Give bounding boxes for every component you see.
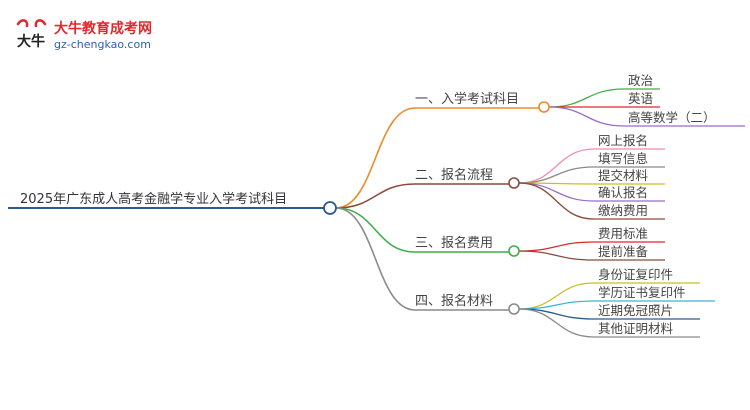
leaf-connector (548, 106, 625, 127)
leaf-connector (518, 182, 595, 220)
logo-url: gz-chengkao.com (54, 38, 151, 51)
leaf-connector (518, 241, 595, 252)
logo-mark-text: 大牛 (17, 33, 45, 50)
branch-label: 二、报名流程 (415, 167, 493, 183)
leaf-label: 确认报名 (598, 185, 648, 200)
leaf-connector (518, 166, 595, 184)
branch-node[interactable] (508, 303, 520, 315)
root-node[interactable] (323, 201, 337, 215)
site-logo[interactable]: 大牛 大牛教育成考网 gz-chengkao.com (14, 16, 164, 56)
leaf-label: 身份证复印件 (598, 267, 673, 282)
branch-node[interactable] (508, 177, 520, 189)
branch-node[interactable] (538, 101, 550, 113)
branch-connector (335, 207, 416, 311)
branch-node[interactable] (508, 245, 520, 257)
leaf-label: 填写信息 (598, 151, 648, 166)
branch-connector (335, 107, 416, 209)
leaf-label: 高等数学（二） (628, 110, 716, 125)
leaf-label: 费用标准 (598, 226, 648, 241)
leaf-label: 学历证书复印件 (598, 285, 686, 300)
bull-horns-icon: 大牛 (16, 19, 47, 50)
leaf-label: 近期免冠照片 (598, 303, 673, 318)
branch-label: 一、入学考试科目 (415, 91, 519, 107)
leaf-label: 缴纳费用 (598, 203, 648, 218)
branch-label: 三、报名费用 (415, 235, 493, 251)
leaf-label: 提交材料 (598, 168, 649, 183)
leaf-connector (518, 308, 595, 338)
branch-connector (335, 207, 416, 253)
leaf-connector (518, 148, 595, 184)
leaf-label: 其他证明材料 (598, 321, 674, 336)
leaf-connector (548, 88, 625, 108)
leaf-label: 提前准备 (598, 244, 649, 259)
leaf-connector (518, 182, 595, 202)
leaf-connector (518, 250, 595, 261)
branch-label: 四、报名材料 (415, 293, 493, 309)
branch-connector (335, 183, 416, 209)
logo-title: 大牛教育成考网 (54, 21, 152, 37)
leaf-label: 政治 (628, 73, 653, 88)
root-label: 2025年广东成人高考金融学专业入学考试科目 (20, 191, 287, 207)
leaf-label: 英语 (628, 91, 653, 106)
leaf-label: 网上报名 (598, 133, 648, 148)
